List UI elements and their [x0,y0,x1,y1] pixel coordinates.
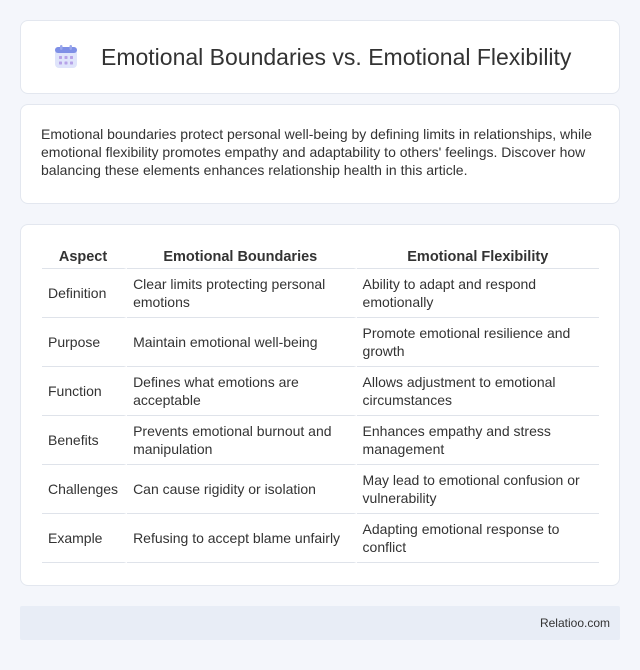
intro-paragraph: Emotional boundaries protect personal we… [41,126,592,178]
title-card: Emotional Boundaries vs. Emotional Flexi… [20,20,620,94]
table-row: Function Defines what emotions are accep… [42,367,599,416]
table-row: Definition Clear limits protecting perso… [42,269,599,318]
aspect-cell: Function [42,367,128,416]
comparison-table: Aspect Emotional Boundaries Emotional Fl… [42,247,599,563]
aspect-cell: Benefits [42,416,128,465]
table-header-row: Aspect Emotional Boundaries Emotional Fl… [42,247,599,269]
aspect-cell: Purpose [42,318,128,367]
flexibility-cell: Ability to adapt and respond emotionally [356,269,599,318]
boundaries-cell: Prevents emotional burnout and manipulat… [127,416,357,465]
header-aspect: Aspect [42,247,128,269]
header-emotional-boundaries: Emotional Boundaries [127,247,357,269]
aspect-cell: Example [42,514,128,563]
flexibility-cell: Adapting emotional response to conflict [356,514,599,563]
table-row: Challenges Can cause rigidity or isolati… [42,465,599,514]
aspect-cell: Challenges [42,465,128,514]
flexibility-cell: May lead to emotional confusion or vulne… [356,465,599,514]
table-row: Example Refusing to accept blame unfairl… [42,514,599,563]
comparison-card: Aspect Emotional Boundaries Emotional Fl… [20,224,620,586]
calendar-icon [55,45,77,68]
table-row: Purpose Maintain emotional well-being Pr… [42,318,599,367]
page-title: Emotional Boundaries vs. Emotional Flexi… [101,43,572,70]
footer-brand[interactable]: Relatioo.com [539,616,610,630]
flexibility-cell: Allows adjustment to emotional circumsta… [356,367,599,416]
header-emotional-flexibility: Emotional Flexibility [356,247,599,269]
boundaries-cell: Maintain emotional well-being [127,318,357,367]
aspect-cell: Definition [42,269,128,318]
boundaries-cell: Refusing to accept blame unfairly [127,514,357,563]
boundaries-cell: Clear limits protecting personal emotion… [127,269,357,318]
table-row: Benefits Prevents emotional burnout and … [42,416,599,465]
intro-card: Emotional boundaries protect personal we… [20,104,620,204]
boundaries-cell: Defines what emotions are acceptable [127,367,357,416]
footer-bar: Relatioo.com [20,606,620,640]
flexibility-cell: Enhances empathy and stress management [356,416,599,465]
boundaries-cell: Can cause rigidity or isolation [127,465,357,514]
flexibility-cell: Promote emotional resilience and growth [356,318,599,367]
